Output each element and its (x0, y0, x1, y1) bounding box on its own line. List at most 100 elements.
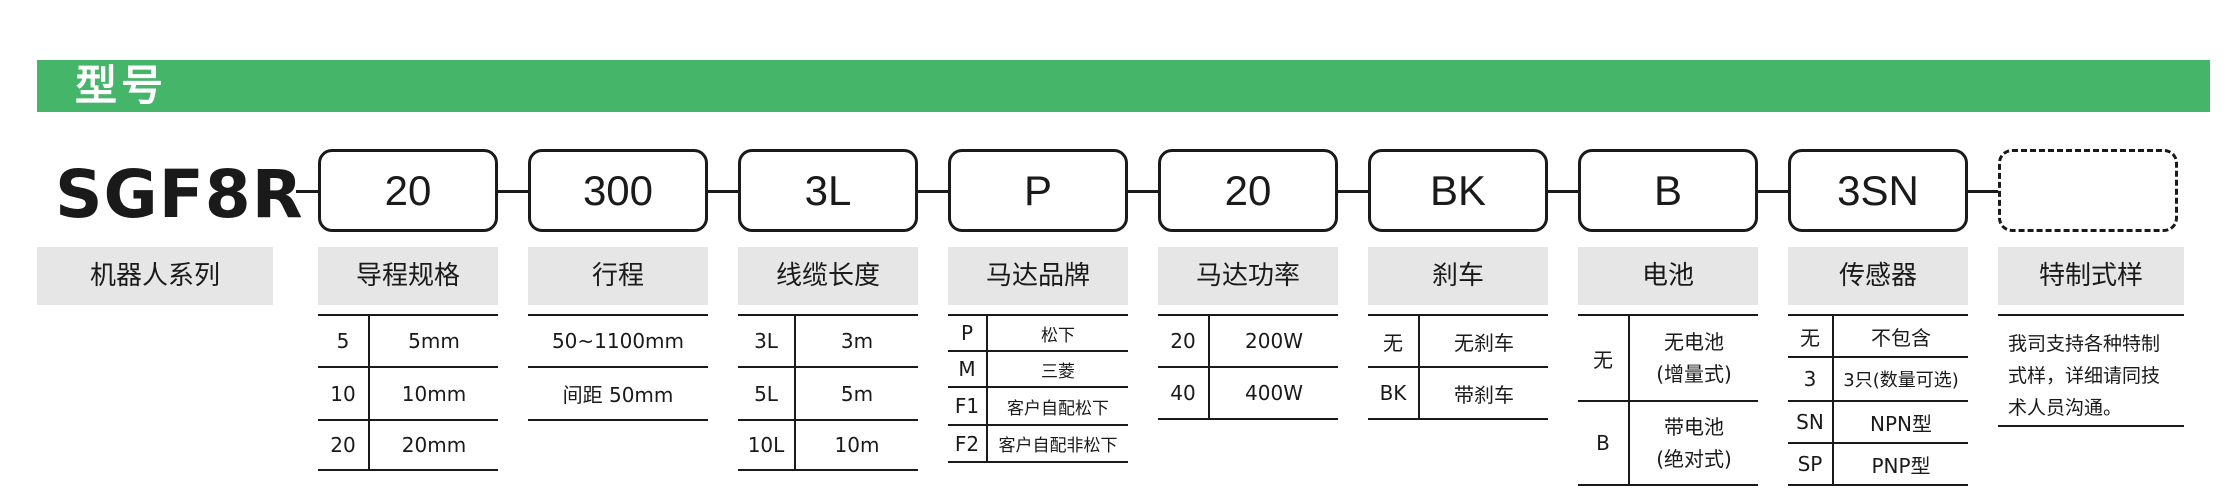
connector-dash (1546, 190, 1580, 193)
divider (318, 366, 498, 368)
divider (1368, 366, 1548, 368)
battery-encoder: (增量式) (1656, 362, 1732, 386)
divider (1788, 314, 1968, 316)
motor-power-code: 20 (1170, 329, 1196, 353)
lead-value: 10mm (401, 381, 467, 406)
motor-brand-name: 客户自配非松下 (998, 436, 1118, 456)
divider (948, 461, 1128, 463)
header-banner (37, 60, 2210, 112)
sensor-value: 3只(数量可选) (1843, 370, 1959, 391)
lead-header: 导程规格 (318, 247, 498, 305)
code-box-brake: BK (1368, 149, 1548, 232)
motor-brand-name: 客户自配松下 (1007, 398, 1109, 419)
sensor-value: PNP型 (1871, 453, 1931, 478)
divider (794, 314, 796, 471)
battery-type: 带电池 (1664, 415, 1724, 439)
divider (318, 419, 498, 421)
motor-power-value: 400W (1245, 381, 1303, 405)
divider (1788, 400, 1968, 402)
connector-dash (1126, 190, 1160, 193)
sensor-value: NPN型 (1870, 411, 1932, 436)
battery-type: 无电池 (1664, 330, 1724, 354)
series-label: 机器人系列 (37, 247, 273, 305)
code-box-battery: B (1578, 149, 1758, 232)
motor-brand-code: M (958, 357, 976, 381)
sensor-value: 不包含 (1871, 325, 1931, 350)
cable-value: 5m (840, 381, 874, 406)
divider (528, 419, 708, 421)
divider (948, 386, 1128, 388)
connector-dash (1966, 190, 2000, 193)
code-box-motor-power: 20 (1158, 149, 1338, 232)
stroke-range: 50~1100mm (551, 329, 685, 353)
custom-note: 我司支持各种特制 式样，详细请同技 术人员沟通。 (2008, 328, 2184, 424)
battery-encoder: (绝对式) (1656, 447, 1732, 471)
sensor-header: 传感器 (1788, 247, 1968, 305)
divider (1578, 400, 1758, 402)
motor-power-code: 40 (1170, 381, 1196, 405)
code-box-cable: 3L (738, 149, 918, 232)
divider (528, 314, 708, 316)
motor-power-header: 马达功率 (1158, 247, 1338, 305)
brake-value: 带刹车 (1454, 382, 1514, 407)
cable-code: 5L (754, 381, 778, 406)
divider (1998, 425, 2184, 427)
battery-code: 无 (1593, 347, 1613, 372)
motor-brand-name: 松下 (1041, 325, 1075, 346)
code-box-stroke: 300 (528, 149, 708, 232)
connector-dash (1336, 190, 1370, 193)
divider (528, 366, 708, 368)
brake-value: 无刹车 (1454, 330, 1514, 355)
code-box-sensor: 3SN (1788, 149, 1968, 232)
divider (1788, 484, 1968, 486)
brake-code: 无 (1383, 330, 1403, 355)
cable-code: 10L (747, 433, 785, 457)
divider (948, 314, 1128, 316)
battery-value: 带电池 (绝对式) (1630, 402, 1758, 484)
cable-header: 线缆长度 (738, 247, 918, 305)
sensor-code: 无 (1800, 325, 1820, 350)
battery-code: B (1596, 431, 1610, 455)
custom-header: 特制式样 (1998, 247, 2184, 305)
divider (1998, 314, 2184, 316)
stroke-interval: 间距 50mm (562, 383, 674, 407)
motor-brand-code: F2 (954, 431, 980, 456)
divider (318, 314, 498, 316)
connector-dash (706, 190, 740, 193)
battery-value: 无电池 (增量式) (1630, 316, 1758, 400)
model-code: SGF8R (55, 156, 304, 233)
divider (738, 314, 918, 316)
divider (1788, 356, 1968, 358)
divider (948, 424, 1128, 426)
cable-code: 3L (754, 329, 778, 353)
code-box-custom (1998, 149, 2178, 232)
divider (738, 469, 918, 471)
lead-value: 5mm (408, 329, 460, 353)
sensor-code: 3 (1803, 367, 1817, 391)
cable-value: 10m (834, 433, 880, 457)
lead-code: 5 (336, 329, 350, 353)
lead-value: 20mm (401, 433, 467, 457)
divider (1158, 366, 1338, 368)
brake-header: 刹车 (1368, 247, 1548, 305)
divider (738, 366, 918, 368)
connector-dash (296, 190, 318, 193)
divider (1158, 418, 1338, 420)
custom-note-line: 我司支持各种特制 (2008, 333, 2161, 355)
custom-note-line: 式样，详细请同技 (2008, 365, 2161, 387)
divider (1368, 418, 1548, 420)
divider (1578, 314, 1758, 316)
stroke-header: 行程 (528, 247, 708, 305)
divider (1368, 314, 1548, 316)
cable-value: 3m (840, 329, 874, 353)
battery-header: 电池 (1578, 247, 1758, 305)
divider (1578, 484, 1758, 486)
sensor-code: SP (1797, 452, 1823, 476)
motor-brand-header: 马达品牌 (948, 247, 1128, 305)
code-box-lead: 20 (318, 149, 498, 232)
sensor-code: SN (1796, 410, 1824, 434)
divider (986, 314, 988, 463)
divider (1788, 442, 1968, 444)
divider (738, 419, 918, 421)
lead-code: 10 (330, 381, 356, 406)
